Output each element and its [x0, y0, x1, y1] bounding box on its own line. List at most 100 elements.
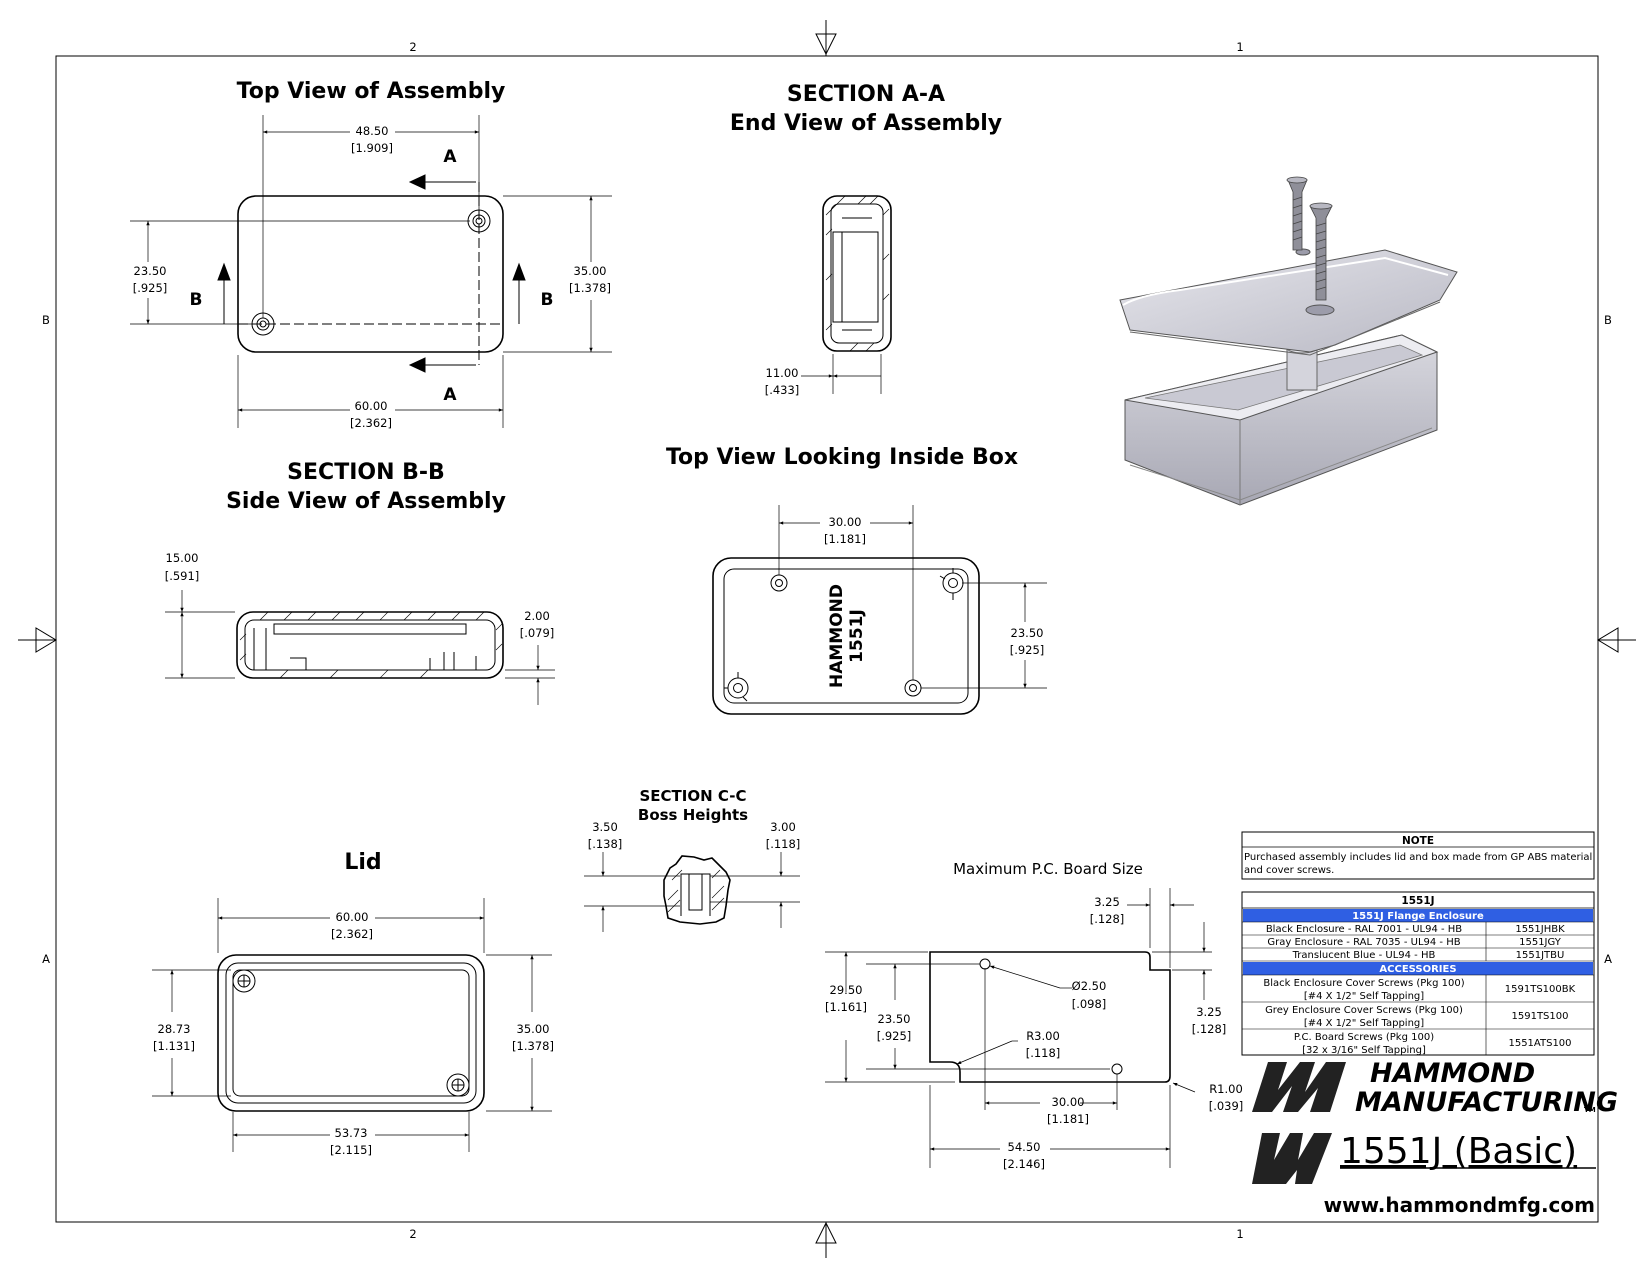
model-title: 1551J (Basic): [1340, 1131, 1577, 1172]
tv-w2-inch: [2.362]: [350, 416, 392, 430]
aa-w-inch: [.433]: [765, 383, 800, 397]
section-bb-drawing: [165, 590, 555, 705]
brand-trademark: TM: [1584, 1106, 1596, 1114]
note-box: [1241, 831, 1595, 880]
sheet-border: [55, 55, 1599, 1223]
title-section-aa: SECTION A-A: [787, 82, 945, 107]
pcb-h-inch: [1.161]: [825, 1000, 867, 1014]
table-acc3-desc2: [32 x 3/16" Self Tapping]: [1302, 1045, 1426, 1056]
zone-col-2-bottom: 2: [409, 1227, 416, 1241]
zone-row-b-right: B: [1604, 313, 1612, 327]
title-lid: Lid: [344, 850, 381, 875]
ib-h-value: 23.50: [1011, 626, 1044, 640]
lid-w-inch: [2.362]: [331, 927, 373, 941]
bb-h-value: 15.00: [166, 551, 199, 565]
pcb-w2-inch: [2.146]: [1003, 1157, 1045, 1171]
brand-url: www.hammondmfg.com: [1324, 1193, 1595, 1217]
table-acc2-pn: 1591TS100: [1512, 1011, 1569, 1022]
pcb-h-value: 29.50: [830, 983, 863, 997]
lid-drawing: [152, 898, 552, 1152]
ib-h-inch: [.925]: [1010, 643, 1045, 657]
table-acc1-pn: 1591TS100BK: [1505, 984, 1576, 995]
tv-h2-inch: [1.378]: [569, 281, 611, 295]
pcb-r1-value: R1.00: [1209, 1082, 1243, 1096]
box-marking-hammond: HAMMOND: [827, 584, 847, 688]
lid-h-value: 28.73: [158, 1022, 191, 1036]
title-section-cc: SECTION C-C: [640, 787, 747, 805]
table-acc2-desc2: [#4 X 1/2" Self Tapping]: [1304, 1018, 1424, 1029]
bb-h-inch: [.591]: [165, 569, 200, 583]
lid-h2-value: 35.00: [517, 1022, 550, 1036]
pcb-r1-inch: [.039]: [1209, 1099, 1244, 1113]
hammond-logo-icon: [1252, 1062, 1346, 1184]
table-acc3-desc1: P.C. Board Screws (Pkg 100): [1294, 1032, 1434, 1043]
lid-w-value: 60.00: [336, 910, 369, 924]
title-inside-box: Top View Looking Inside Box: [666, 445, 1018, 470]
cc-r-inch: [.118]: [766, 837, 801, 851]
zone-col-1-top: 1: [1236, 40, 1243, 54]
tv-w2-value: 60.00: [355, 399, 388, 413]
table-row2-pn: 1551JGY: [1519, 937, 1562, 948]
pcb-r3-inch: [.118]: [1026, 1046, 1061, 1060]
zone-row-b-left: B: [42, 313, 50, 327]
pcb-diameter-inch: [.098]: [1072, 997, 1107, 1011]
centering-marks: [18, 20, 1636, 1258]
zone-row-a-left: A: [42, 952, 50, 966]
pcb-drawing: [825, 888, 1212, 1168]
brand-manufacturing: MANUFACTURING: [1355, 1087, 1618, 1118]
inside-box-drawing: [712, 505, 1047, 715]
pcb-h2-value: 23.50: [878, 1012, 911, 1026]
table-section2: ACCESSORIES: [1379, 964, 1456, 975]
table-acc2-desc1: Grey Enclosure Cover Screws (Pkg 100): [1265, 1005, 1463, 1016]
table-acc1-desc2: [#4 X 1/2" Self Tapping]: [1304, 991, 1424, 1002]
tv-h-value: 23.50: [134, 264, 167, 278]
section-label-a-top: A: [443, 147, 457, 167]
table-row1-pn: 1551JHBK: [1515, 924, 1565, 935]
title-boss-heights: Boss Heights: [638, 806, 748, 824]
zone-col-1-bottom: 1: [1236, 1227, 1243, 1241]
table-title: 1551J: [1401, 895, 1434, 907]
pcb-w2-value: 54.50: [1008, 1140, 1041, 1154]
ib-w-value: 30.00: [829, 515, 862, 529]
section-label-b-left: B: [190, 290, 203, 310]
zone-col-2-top: 2: [409, 40, 416, 54]
section-label-a-bottom: A: [443, 385, 457, 405]
pcb-h2-inch: [.925]: [877, 1029, 912, 1043]
lid-h2-inch: [1.378]: [512, 1039, 554, 1053]
title-top-view: Top View of Assembly: [237, 79, 506, 104]
section-cc-drawing: [584, 852, 800, 932]
lid-w2-inch: [2.115]: [330, 1143, 372, 1157]
pcb-c2-value: 3.25: [1196, 1005, 1222, 1019]
bb-t-value: 2.00: [524, 609, 550, 623]
tv-h-inch: [.925]: [133, 281, 168, 295]
title-pcb: Maximum P.C. Board Size: [953, 860, 1143, 878]
title-end-view: End View of Assembly: [730, 111, 1002, 136]
table-row2-desc: Gray Enclosure - RAL 7035 - UL94 - HB: [1267, 937, 1460, 948]
ib-w-inch: [1.181]: [824, 532, 866, 546]
lid-h-inch: [1.131]: [153, 1039, 195, 1053]
pcb-w-value: 30.00: [1052, 1095, 1085, 1109]
section-aa-drawing: [801, 195, 892, 394]
aa-w-value: 11.00: [766, 366, 799, 380]
cc-l-value: 3.50: [592, 820, 618, 834]
zone-row-a-right: A: [1604, 952, 1612, 966]
tv-h2-value: 35.00: [574, 264, 607, 278]
pcb-c2-inch: [.128]: [1192, 1022, 1227, 1036]
top-view-drawing: [130, 115, 612, 428]
pcb-c-value: 3.25: [1094, 895, 1120, 909]
title-section-bb: SECTION B-B: [287, 460, 445, 485]
cc-l-inch: [.138]: [588, 837, 623, 851]
pcb-w-inch: [1.181]: [1047, 1112, 1089, 1126]
pcb-r3-value: R3.00: [1026, 1029, 1060, 1043]
table-row3-pn: 1551JTBU: [1516, 950, 1565, 961]
section-label-b-right: B: [541, 290, 554, 310]
table-acc1-desc1: Black Enclosure Cover Screws (Pkg 100): [1263, 978, 1464, 989]
table-row1-desc: Black Enclosure - RAL 7001 - UL94 - HB: [1266, 924, 1462, 935]
note-line1: Purchased assembly includes lid and box …: [1244, 852, 1592, 863]
table-section1: 1551J Flange Enclosure: [1352, 911, 1484, 922]
table-acc3-pn: 1551ATS100: [1508, 1038, 1571, 1049]
pcb-c-inch: [.128]: [1090, 912, 1125, 926]
note-line2: and cover screws.: [1244, 865, 1334, 876]
pcb-diameter-value: Ø2.50: [1072, 979, 1107, 993]
